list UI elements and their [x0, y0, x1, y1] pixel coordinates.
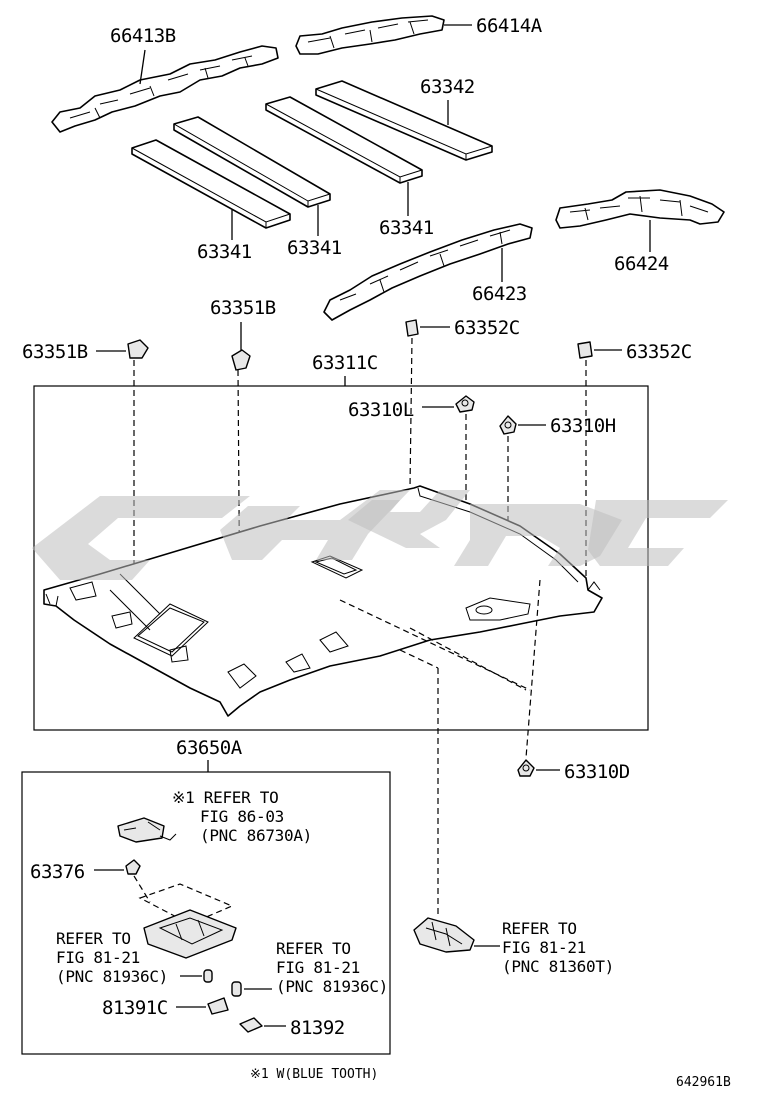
label-63341-middle: 63341: [287, 237, 342, 259]
part-63352C-center[interactable]: [405, 319, 419, 337]
dash-lamp-path-b: [409, 627, 527, 691]
ref-lamp-right-line2: FIG 81-21: [502, 938, 586, 957]
ref-lamp-left-line1: REFER TO: [56, 929, 131, 948]
part-63376[interactable]: [125, 859, 141, 875]
label-63341-left: 63341: [197, 241, 252, 263]
part-66413B[interactable]: [51, 45, 279, 133]
ref-lamp-mid-line3: (PNC 81936C): [276, 977, 388, 996]
ref-lamp-left-line3: (PNC 81936C): [56, 967, 168, 986]
label-63352C-center: 63352C: [454, 317, 520, 339]
ref-lamp-mid-line2: FIG 81-21: [276, 958, 360, 977]
label-63376: 63376: [30, 861, 85, 883]
part-63352C-right[interactable]: [577, 341, 593, 359]
part-63341-left[interactable]: [131, 139, 291, 229]
part-bulb-mid[interactable]: [231, 981, 242, 997]
label-81392: 81392: [290, 1017, 345, 1039]
dash-lamp-path-c: [399, 649, 439, 669]
label-66413B: 66413B: [110, 25, 176, 47]
part-66424[interactable]: [555, 189, 725, 229]
label-63352C-right: 63352C: [626, 341, 692, 363]
part-bulb-left[interactable]: [203, 969, 213, 983]
leader-66413B: [139, 49, 146, 85]
part-63310H[interactable]: [499, 415, 517, 435]
label-81391C: 81391C: [102, 997, 168, 1019]
label-63310L: 63310L: [348, 399, 414, 421]
label-63351B-right: 63351B: [210, 297, 276, 319]
label-63311C: 63311C: [312, 352, 378, 374]
part-81392[interactable]: [239, 1017, 263, 1033]
ref-lamp-right-line3: (PNC 81360T): [502, 957, 614, 976]
diagram-id: 642961B: [676, 1075, 731, 1090]
ref-lamp-left-line2: FIG 81-21: [56, 948, 140, 967]
ref-bluetooth-line1: ※1 REFER TO: [172, 788, 278, 807]
label-63342: 63342: [420, 76, 475, 98]
dash-63376: [133, 875, 151, 903]
label-63310D: 63310D: [564, 761, 630, 783]
part-63310L[interactable]: [455, 395, 475, 413]
dash-63352C-center: [409, 337, 413, 489]
ref-lamp-mid-line1: REFER TO: [276, 939, 351, 958]
part-66423[interactable]: [323, 223, 533, 321]
ref-lamp-right-line1: REFER TO: [502, 919, 577, 938]
part-63311C-headliner[interactable]: [43, 485, 603, 717]
part-66414A[interactable]: [295, 15, 445, 55]
label-63341-right: 63341: [379, 217, 434, 239]
part-63310D[interactable]: [517, 759, 535, 777]
label-63351B-left: 63351B: [22, 341, 88, 363]
ref-bluetooth-line2: FIG 86-03: [200, 807, 284, 826]
watermark-logo: [32, 490, 728, 580]
lamp-assembly-frame: [21, 771, 391, 1055]
label-66423: 66423: [472, 283, 527, 305]
part-63351B-right[interactable]: [231, 349, 251, 371]
part-bluetooth-mic[interactable]: [117, 817, 177, 843]
part-63650A-lamp-housing[interactable]: [138, 883, 237, 959]
part-63342[interactable]: [315, 80, 493, 161]
part-63351B-left[interactable]: [127, 339, 149, 359]
part-81391C[interactable]: [207, 997, 229, 1015]
part-63341-right[interactable]: [265, 96, 423, 184]
part-63341-middle[interactable]: [173, 116, 331, 208]
part-map-lamp[interactable]: [413, 917, 475, 953]
label-66424: 66424: [614, 253, 669, 275]
footnote-bluetooth: ※1 W(BLUE TOOTH): [250, 1067, 378, 1082]
label-66414A: 66414A: [476, 15, 543, 37]
label-63310H: 63310H: [550, 415, 616, 437]
ref-bluetooth-line3: (PNC 86730A): [200, 826, 312, 845]
label-63650A: 63650A: [176, 737, 243, 759]
